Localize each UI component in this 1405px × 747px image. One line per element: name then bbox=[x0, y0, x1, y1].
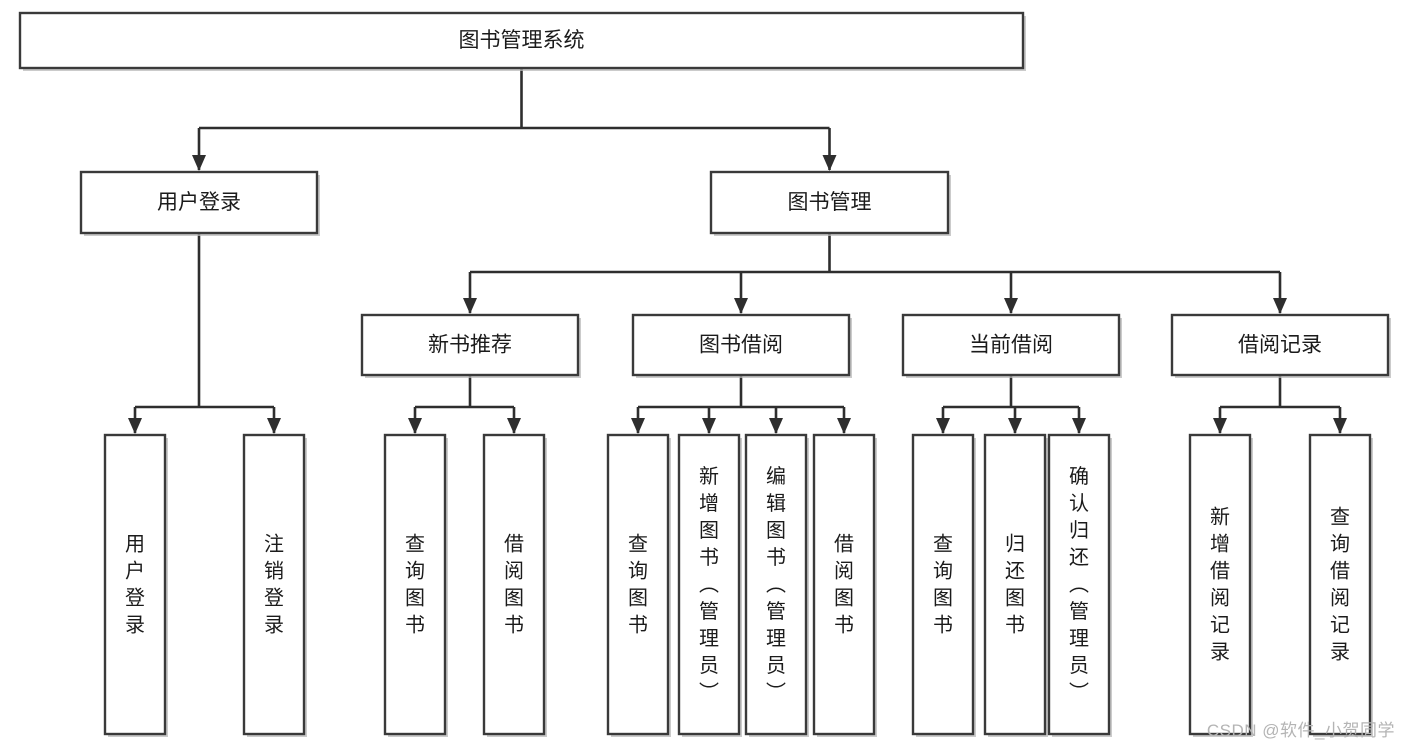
node-rect[interactable] bbox=[383, 433, 447, 736]
arrow-head-icon bbox=[734, 298, 748, 314]
node-confirm-return-admin[interactable]: 确认归还︵管理员︶ bbox=[1047, 433, 1112, 737]
arrow-head-icon bbox=[702, 418, 716, 434]
node-return-book[interactable]: 归还图书 bbox=[983, 433, 1048, 737]
arrow-head-icon bbox=[1004, 298, 1018, 314]
arrow-head-icon bbox=[1273, 298, 1287, 314]
node-rect[interactable] bbox=[631, 313, 851, 377]
arrow-head-icon bbox=[1333, 418, 1347, 434]
node-rect[interactable] bbox=[901, 313, 1121, 377]
connector-layer bbox=[128, 68, 1347, 434]
node-label: 图书管理 bbox=[788, 191, 872, 214]
node-rect[interactable] bbox=[482, 433, 546, 736]
node-current-borrow[interactable]: 当前借阅 bbox=[901, 313, 1122, 378]
node-rect[interactable] bbox=[983, 433, 1047, 736]
csdn-watermark: CSDN @软件_小贺同学 bbox=[1206, 721, 1395, 740]
node-rect[interactable] bbox=[103, 433, 167, 736]
node-label: 确认归还︵管理员︶ bbox=[1069, 465, 1089, 704]
node-add-borrow-record[interactable]: 新增借阅记录 bbox=[1188, 433, 1253, 737]
node-label: 用户登录 bbox=[125, 534, 145, 637]
node-root[interactable]: 图书管理系统 bbox=[18, 11, 1026, 71]
node-rect[interactable] bbox=[360, 313, 580, 377]
node-label: 用户登录 bbox=[157, 191, 241, 214]
arrow-head-icon bbox=[631, 418, 645, 434]
node-rect[interactable] bbox=[79, 170, 319, 235]
node-user-login-do[interactable]: 用户登录 bbox=[103, 433, 168, 737]
node-query-borrow-record[interactable]: 查询借阅记录 bbox=[1308, 433, 1373, 737]
node-rect[interactable] bbox=[1308, 433, 1372, 736]
node-edit-book-admin[interactable]: 编辑图书︵管理员︶ bbox=[744, 433, 809, 737]
arrow-head-icon bbox=[1008, 418, 1022, 434]
node-label: 查询借阅记录 bbox=[1330, 506, 1350, 664]
arrow-head-icon bbox=[769, 418, 783, 434]
arrow-head-icon bbox=[128, 418, 142, 434]
node-rect[interactable] bbox=[242, 433, 306, 736]
node-rect[interactable] bbox=[677, 433, 741, 736]
node-label: 图书借阅 bbox=[699, 334, 783, 357]
node-label: 新增借阅记录 bbox=[1210, 506, 1230, 664]
node-label: 借阅图书 bbox=[504, 533, 524, 637]
node-rect[interactable] bbox=[812, 433, 876, 736]
node-query-book-3[interactable]: 查询图书 bbox=[911, 433, 976, 737]
node-label: 归还图书 bbox=[1005, 533, 1025, 637]
node-new-book-recommend[interactable]: 新书推荐 bbox=[360, 313, 581, 378]
node-label: 图书管理系统 bbox=[459, 29, 585, 52]
arrow-head-icon bbox=[408, 418, 422, 434]
arrow-head-icon bbox=[822, 155, 837, 171]
arrow-head-icon bbox=[507, 418, 521, 434]
node-layer: 图书管理系统用户登录用户登录注销登录图书管理新书推荐查询图书借阅图书图书借阅查询… bbox=[18, 11, 1391, 737]
node-add-book-admin[interactable]: 新增图书︵管理员︶ bbox=[677, 433, 742, 737]
arrow-head-icon bbox=[837, 418, 851, 434]
node-rect[interactable] bbox=[1188, 433, 1252, 736]
node-label: 查询图书 bbox=[933, 533, 953, 637]
node-rect[interactable] bbox=[1170, 313, 1390, 377]
node-label: 当前借阅 bbox=[969, 334, 1053, 357]
arrow-head-icon bbox=[463, 298, 477, 314]
node-query-book-1[interactable]: 查询图书 bbox=[383, 433, 448, 737]
node-label: 借阅记录 bbox=[1238, 334, 1322, 357]
node-rect[interactable] bbox=[911, 433, 975, 736]
node-label: 新书推荐 bbox=[428, 334, 512, 357]
node-user-login[interactable]: 用户登录 bbox=[79, 170, 320, 236]
arrow-head-icon bbox=[1072, 418, 1086, 434]
node-borrow-book-2[interactable]: 借阅图书 bbox=[812, 433, 877, 737]
node-query-book-2[interactable]: 查询图书 bbox=[606, 433, 671, 737]
node-label: 查询图书 bbox=[628, 533, 648, 637]
node-book-manage[interactable]: 图书管理 bbox=[709, 170, 951, 236]
node-rect[interactable] bbox=[709, 170, 950, 235]
node-label: 借阅图书 bbox=[834, 533, 854, 637]
node-borrow-book-1[interactable]: 借阅图书 bbox=[482, 433, 547, 737]
arrow-head-icon bbox=[192, 155, 206, 171]
arrow-head-icon bbox=[1213, 418, 1227, 434]
node-rect[interactable] bbox=[744, 433, 808, 736]
node-label: 新增图书︵管理员︶ bbox=[699, 465, 719, 704]
node-label: 查询图书 bbox=[405, 533, 425, 637]
arrow-head-icon bbox=[267, 418, 281, 434]
node-label: 编辑图书︵管理员︶ bbox=[766, 465, 786, 704]
arrow-head-icon bbox=[936, 418, 950, 434]
node-rect[interactable] bbox=[18, 11, 1025, 70]
node-rect[interactable] bbox=[1047, 433, 1111, 736]
node-book-borrow[interactable]: 图书借阅 bbox=[631, 313, 852, 378]
node-rect[interactable] bbox=[606, 433, 670, 736]
node-borrow-record[interactable]: 借阅记录 bbox=[1170, 313, 1391, 378]
node-label: 注销登录 bbox=[264, 533, 284, 637]
node-user-logout[interactable]: 注销登录 bbox=[242, 433, 307, 737]
